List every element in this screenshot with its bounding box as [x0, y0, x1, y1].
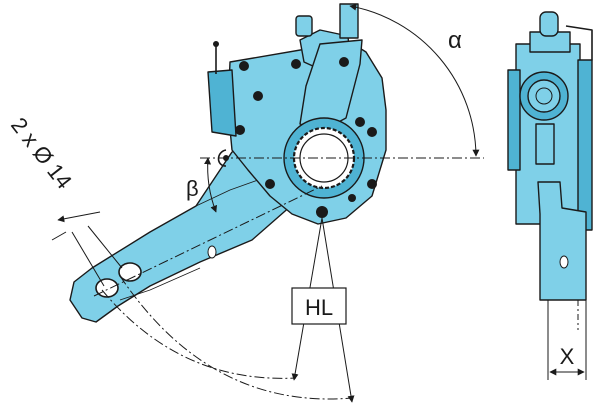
front-view — [69, 3, 387, 323]
top-stem — [339, 3, 359, 39]
side-view — [507, 11, 593, 380]
x-label: X — [560, 344, 575, 369]
beta-label: β — [186, 176, 199, 201]
side-lever — [537, 181, 587, 301]
hl-label: HL — [305, 295, 333, 320]
left-bracket — [207, 69, 237, 137]
hl-label-box: HL — [291, 287, 347, 325]
dimension-lines — [51, 3, 484, 403]
hole-diameter-label: 2 x Ø 14 — [6, 113, 77, 194]
alpha-label: α — [448, 27, 462, 54]
splined-gear — [283, 117, 365, 199]
side-cap — [519, 71, 569, 121]
alpha-arc — [349, 3, 480, 157]
beta-arc — [204, 157, 218, 213]
